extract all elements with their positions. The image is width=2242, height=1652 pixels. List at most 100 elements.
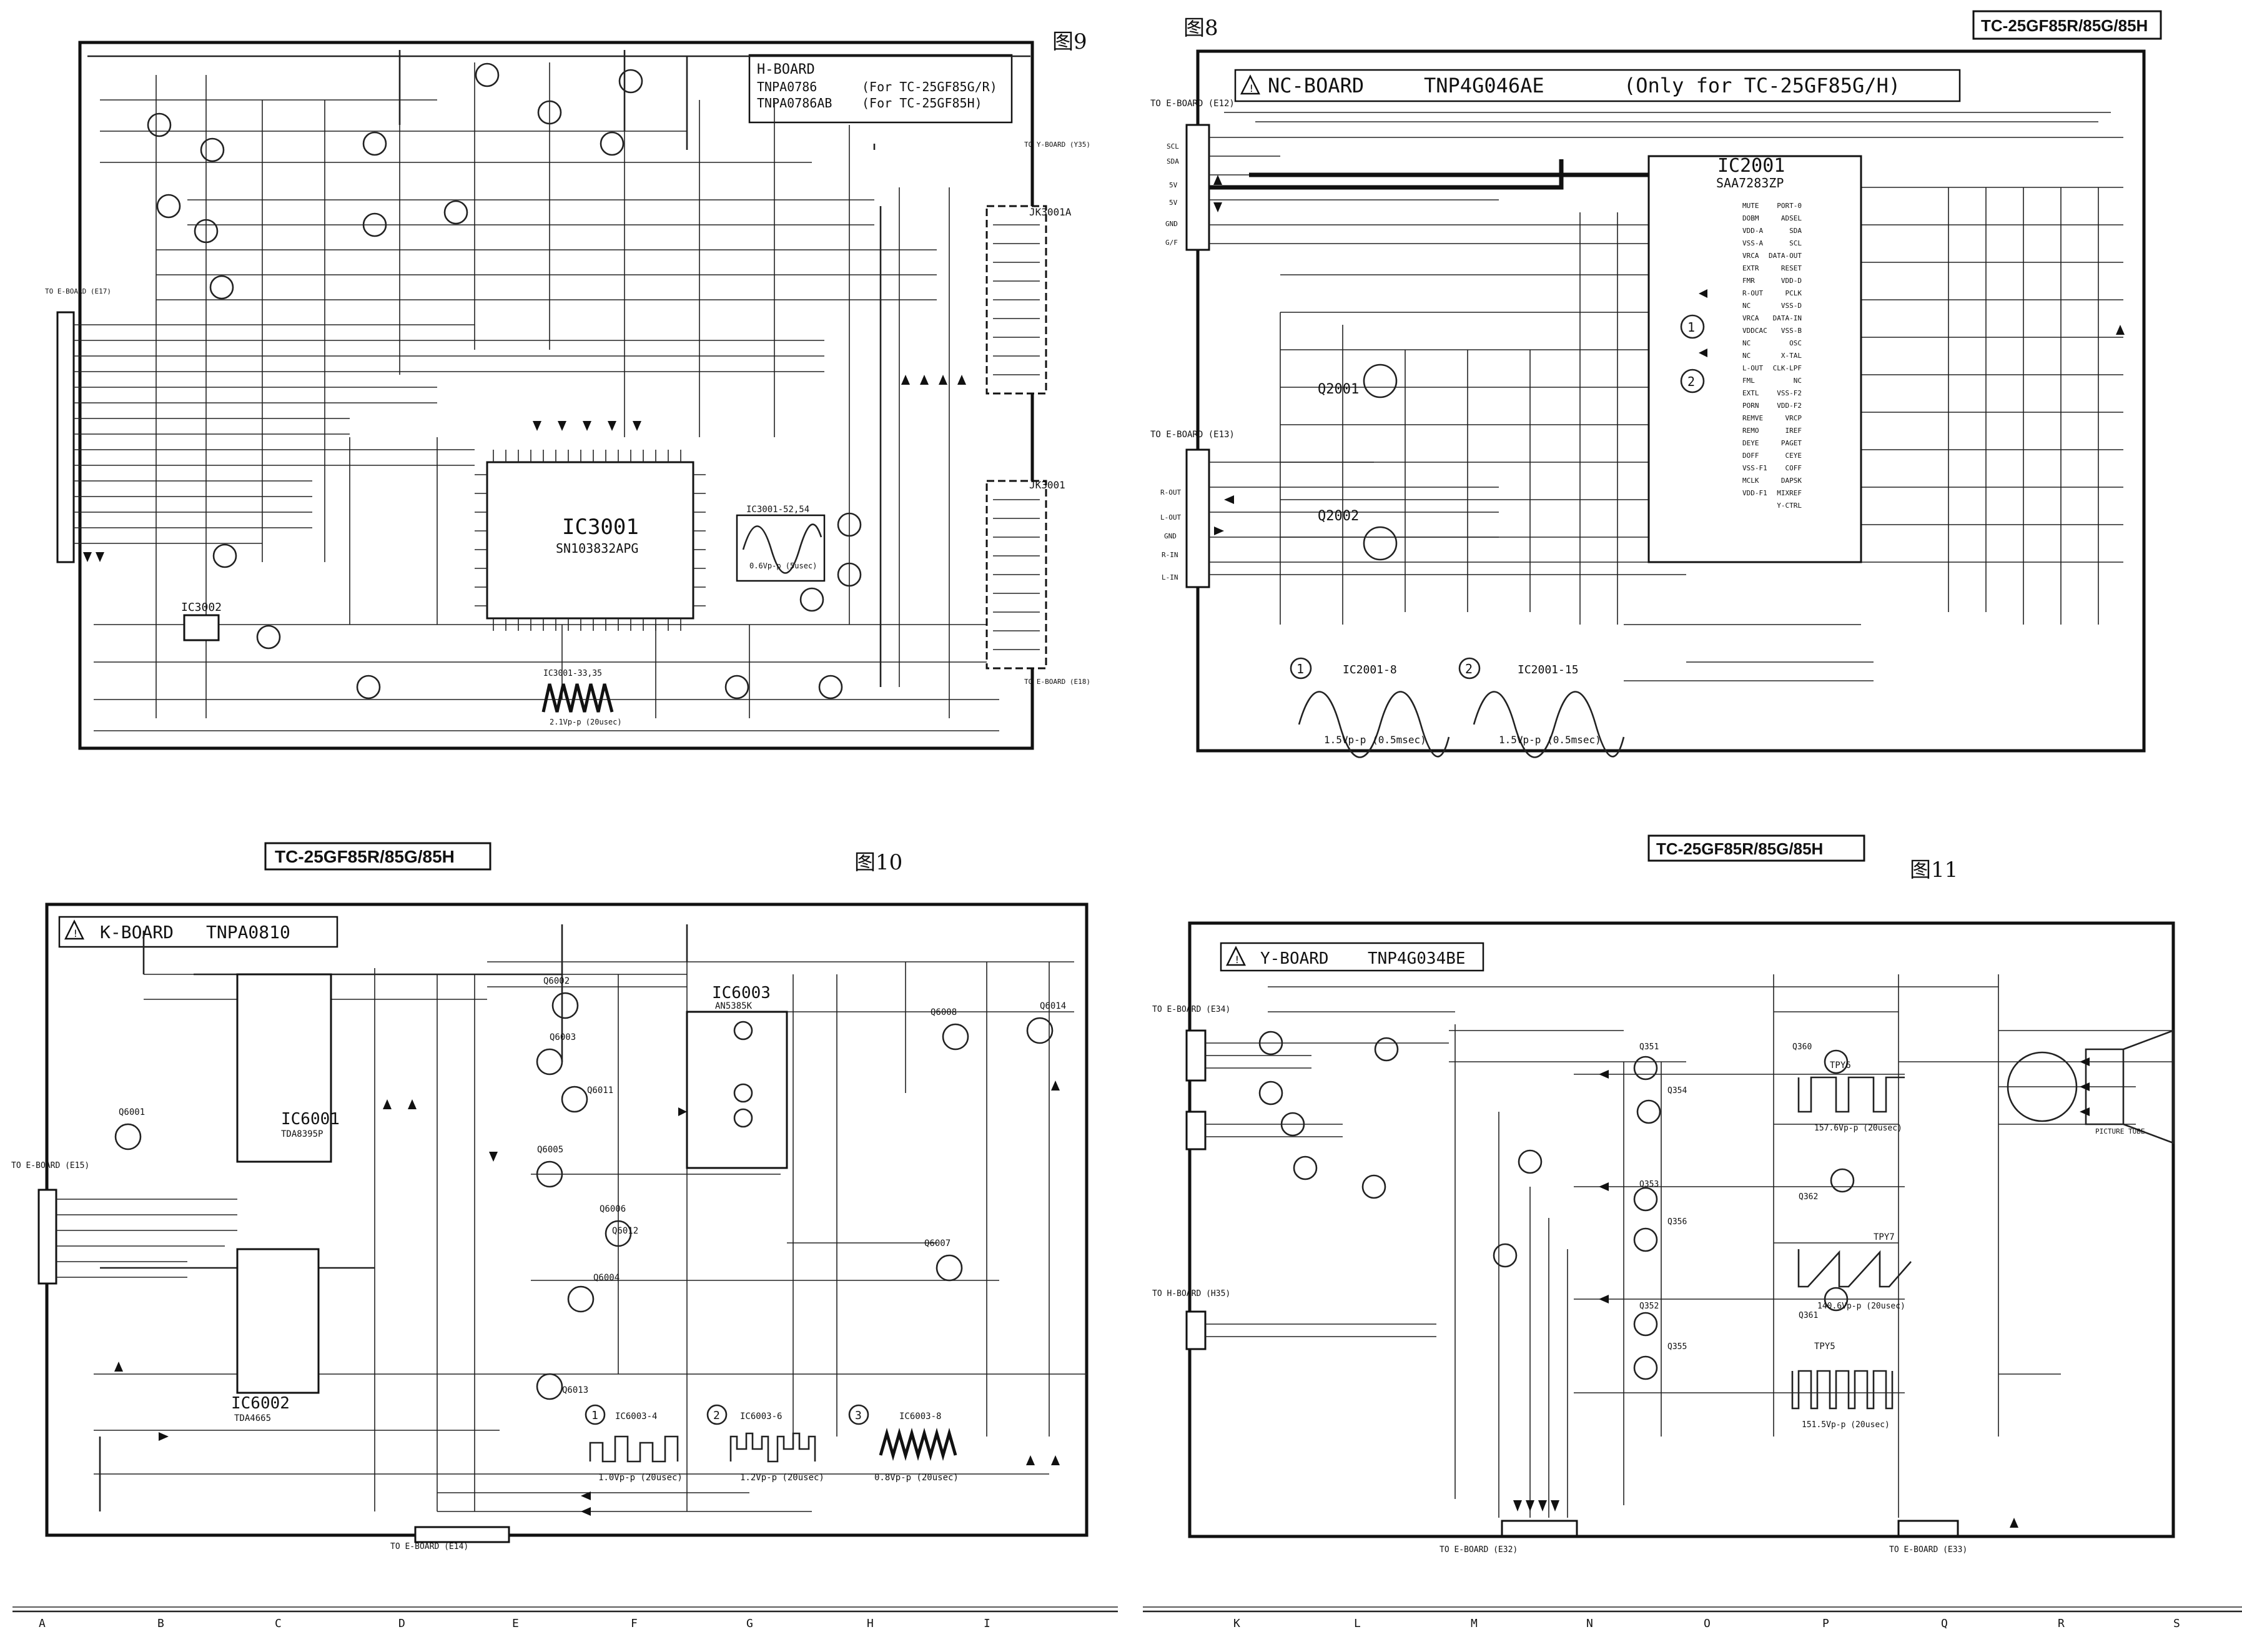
nc-board-title: NC-BOARD: [1268, 74, 1364, 97]
k-wave3-num: 3: [855, 1409, 862, 1422]
ic2001-pin-left-11: NC: [1742, 339, 1751, 347]
ic2001-pin-left-20: DOFF: [1742, 452, 1759, 460]
ic6003-ref: IC6003: [712, 984, 771, 1002]
grid-right-2: M: [1471, 1617, 1478, 1630]
y-q-label-3: Q354: [1667, 1086, 1687, 1096]
k-wave1-amp: 1.0Vp-p (20usec): [598, 1473, 683, 1483]
ic2001-pin-left-2: VDD-A: [1742, 227, 1763, 235]
y-conn-mid: TO H-BOARD (H35): [1152, 1289, 1230, 1298]
ic2001-pin-right-10: VSS-B: [1781, 327, 1802, 335]
ic2001-pin-right-23: MIXREF: [1777, 489, 1802, 497]
h-wave2-amp: 2.1Vp-p (20usec): [550, 718, 622, 726]
ic2001-pin-right-16: VDD-F2: [1777, 402, 1802, 410]
k-q-label-3: Q6004: [593, 1273, 620, 1283]
nc-left-pin-5: G/F: [1165, 239, 1178, 247]
ic2001-pin-left-21: VSS-F1: [1742, 464, 1767, 472]
y-tp2-amp: 140.6Vp-p (20usec): [1817, 1302, 1905, 1311]
grid-left-3: D: [398, 1617, 405, 1630]
svg-text:!: !: [1248, 82, 1255, 94]
model-banner-y: TC-25GF85R/85G/85H: [1656, 839, 1823, 858]
k-board-panel: TC-25GF85R/85G/85H 图10 ! K-BOARD TNPA081…: [11, 842, 1089, 1551]
ic2001-pin-right-8: VSS-D: [1781, 302, 1802, 310]
ic2001-pin-right-4: DATA-OUT: [1769, 252, 1802, 260]
q2001-symbol: [1363, 364, 1398, 398]
ic2001-pin-left-14: FML: [1742, 377, 1755, 385]
svg-text:1: 1: [1687, 320, 1695, 335]
grid-right-8: S: [2173, 1617, 2180, 1630]
nc-left-pin-b-0: R-OUT: [1160, 488, 1181, 497]
y-conn-bottom-left: TO E-BOARD (E32): [1440, 1545, 1518, 1555]
k-wave1-label: IC6003-4: [615, 1412, 657, 1422]
k-conn-bottom: TO E-BOARD (E14): [390, 1542, 468, 1551]
ic2001-pin-right-2: SDA: [1789, 227, 1802, 235]
svg-text:!: !: [1234, 954, 1240, 966]
h-wave1-amp: 0.6Vp-p (5usec): [749, 561, 817, 570]
ic2001-pin-left-8: NC: [1742, 302, 1751, 310]
y-q-label-5: Q356: [1667, 1217, 1687, 1227]
ic2001-pin-left-17: REMVE: [1742, 414, 1763, 422]
picture-tube-socket: [2007, 1051, 2078, 1122]
grid-right-3: N: [1586, 1617, 1593, 1630]
ic2001-pin-left-16: PORN: [1742, 402, 1759, 410]
nc-board-wiring: [1209, 112, 2123, 681]
k-wave1-trace: [589, 1435, 679, 1463]
ic2001-pin-left-6: FMR: [1742, 277, 1755, 285]
y-q-label-2: Q353: [1639, 1180, 1659, 1189]
k-q-label-0: Q6001: [119, 1107, 145, 1117]
ic2001-pin-left-22: MCLK: [1742, 477, 1759, 485]
ic2001-pin-right-24: Y-CTRL: [1777, 502, 1802, 510]
k-q-label-11: Q6014: [1040, 1001, 1066, 1011]
ic2001-ref: IC2001: [1717, 155, 1785, 177]
ic2001-pin-left-9: VRCA: [1742, 314, 1759, 322]
ic2001-pin-right-19: PAGET: [1781, 439, 1802, 447]
h-board-conn-left: TO E-BOARD (E17): [45, 287, 111, 295]
y-q-label-8: Q362: [1799, 1192, 1818, 1202]
k-q-label-1: Q6002: [543, 976, 570, 986]
nc-left-pin-2: 5V: [1169, 181, 1178, 189]
ic2001-pin-right-11: OSC: [1789, 339, 1802, 347]
model-banner-top: TC-25GF85R/85G/85H: [1981, 16, 2148, 35]
ic2001-pin-left-12: NC: [1742, 352, 1751, 360]
y-tp1-amp: 157.6Vp-p (20usec): [1814, 1124, 1902, 1133]
k-board-title: K-BOARD: [100, 922, 174, 942]
grid-ruler: A B C D E F G H I K L M N O P Q R S: [12, 1606, 2242, 1630]
y-tp3-label: TPY5: [1814, 1342, 1835, 1352]
y-q-label-4: Q355: [1667, 1342, 1687, 1352]
ic2001-pin-right-21: COFF: [1785, 464, 1802, 472]
q2002-symbol: [1363, 526, 1398, 561]
h-board-part2-note: (For TC-25GF85H): [862, 96, 982, 111]
grid-left-7: H: [867, 1617, 874, 1630]
nc-left-pin-1: SDA: [1167, 157, 1179, 166]
jk3001a-label: JK3001A: [1029, 206, 1072, 218]
svg-text:2: 2: [1687, 374, 1695, 389]
h-board-wiring: [74, 62, 999, 731]
svg-text:!: !: [72, 927, 79, 939]
k-q-label-10: Q6013: [562, 1385, 588, 1395]
y-board-wiring: [1205, 974, 2173, 1518]
y-q-label-1: Q352: [1639, 1302, 1659, 1311]
ic2001-pin-right-13: CLK-LPF: [1773, 364, 1802, 372]
ic2001-pin-right-7: PCLK: [1785, 289, 1802, 297]
ic2001-pin-right-5: RESET: [1781, 264, 1802, 272]
y-tp1-trace: [1797, 1076, 1905, 1113]
k-q-label-6: Q6007: [924, 1239, 951, 1249]
y-board-panel: TC-25GF85R/85G/85H 图11 ! Y-BOARD TNP4G03…: [1152, 834, 2175, 1555]
ic2001-pin-left-0: MUTE: [1742, 202, 1759, 210]
k-board-transistors: [114, 992, 1054, 1400]
ic2001-chip: [1647, 155, 1862, 563]
nc-wave2-trace: [1473, 691, 1625, 758]
grid-right-7: R: [2058, 1617, 2065, 1630]
ic3001-chip: [486, 461, 694, 620]
h-wave1-trace: [742, 523, 822, 574]
grid-left-1: B: [157, 1617, 164, 1630]
fig10-label: 图10: [854, 850, 902, 875]
k-q-label-5: Q6006: [600, 1204, 626, 1214]
fig11-label: 图11: [1910, 858, 1958, 883]
ic2001-pin-left-1: DOBM: [1742, 214, 1759, 222]
y-board-title: Y-BOARD: [1260, 949, 1329, 968]
ic2001-pin-left-15: EXTL: [1742, 389, 1759, 397]
nc-left-pin-b-3: R-IN: [1162, 551, 1178, 559]
h-board-part1-note: (For TC-25GF85G/R): [862, 79, 997, 94]
h-board-transistors: [147, 62, 862, 700]
grid-right-1: L: [1354, 1617, 1361, 1630]
